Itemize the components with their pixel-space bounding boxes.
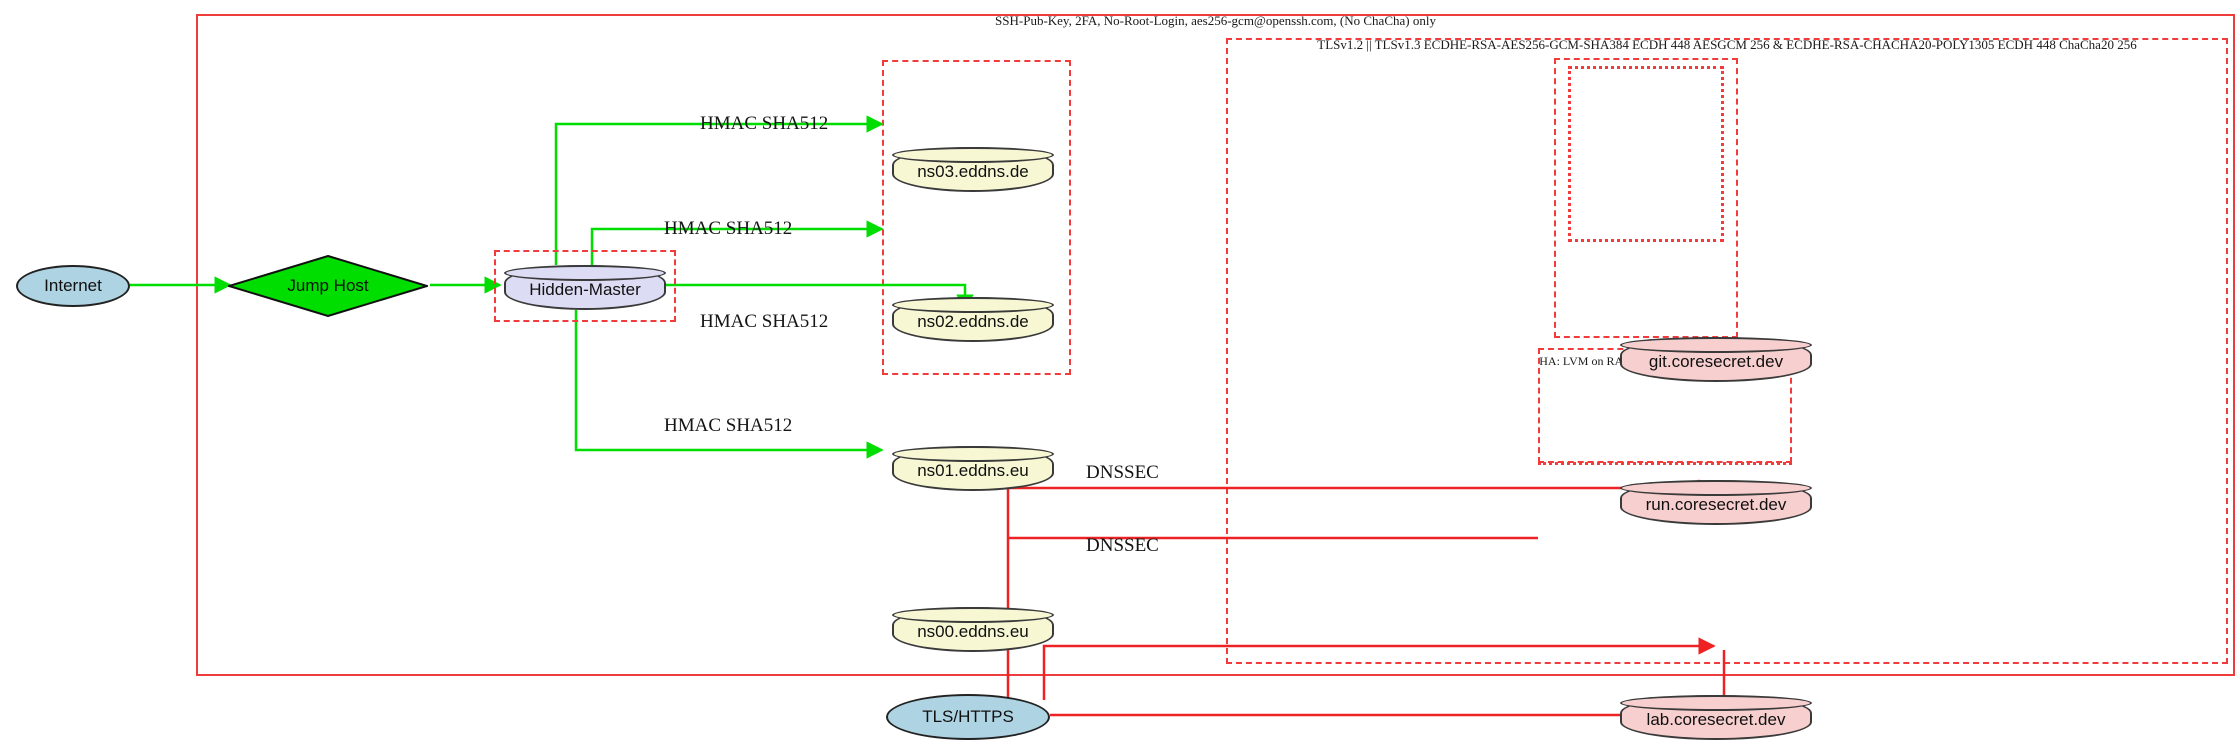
node-git-coresecret-label: git.coresecret.dev xyxy=(1648,351,1784,371)
cluster-ssh-perimeter xyxy=(196,14,2235,676)
edge-label-hmac-ns02: HMAC SHA512 xyxy=(664,218,793,239)
cluster-tls-perimeter xyxy=(1226,38,2228,664)
node-lab-coresecret[interactable]: lab.coresecret.dev xyxy=(1620,695,1812,740)
node-ns01[interactable]: ns01.eddns.eu xyxy=(892,446,1054,491)
node-lab-coresecret-label: lab.coresecret.dev xyxy=(1646,709,1786,729)
node-hidden-master-label: Hidden-Master xyxy=(529,279,641,299)
edge-label-dnssec-top: DNSSEC xyxy=(1086,462,1159,483)
node-tls-https-label: TLS/HTTPS xyxy=(922,707,1014,726)
node-ns03[interactable]: ns03.eddns.de xyxy=(892,147,1054,192)
node-ns02[interactable]: ns02.eddns.de xyxy=(892,297,1054,342)
label-ssh-perimeter: SSH-Pub-Key, 2FA, No-Root-Login, aes256-… xyxy=(995,13,1436,28)
cluster-ha-storage-bottom xyxy=(1538,455,1792,465)
node-ns02-label: ns02.eddns.de xyxy=(917,311,1029,331)
node-jump-host[interactable]: Jump Host xyxy=(225,254,431,318)
cluster-hidden-master xyxy=(494,250,676,322)
node-git-coresecret[interactable]: git.coresecret.dev xyxy=(1620,337,1812,382)
node-ns00-label: ns00.eddns.eu xyxy=(917,621,1029,641)
node-ns01-label: ns01.eddns.eu xyxy=(917,460,1029,480)
cluster-coresecret-inner xyxy=(1568,66,1724,242)
node-internet[interactable]: Internet xyxy=(16,265,130,307)
edge-label-hmac-ns01: HMAC SHA512 xyxy=(700,311,829,332)
label-tls-perimeter: TLSv1.2 || TLSv1.3 ECDHE-RSA-AES256-GCM-… xyxy=(1317,37,2137,52)
cluster-nameservers xyxy=(882,60,1071,375)
cluster-coresecret xyxy=(1554,58,1738,338)
node-run-coresecret[interactable]: run.coresecret.dev xyxy=(1620,480,1812,525)
node-tls-https[interactable]: TLS/HTTPS xyxy=(886,694,1050,740)
edge-label-hmac-ns00: HMAC SHA512 xyxy=(664,415,793,436)
node-run-coresecret-label: run.coresecret.dev xyxy=(1645,494,1787,514)
node-ns03-label: ns03.eddns.de xyxy=(917,161,1029,181)
node-ns00[interactable]: ns00.eddns.eu xyxy=(892,607,1054,652)
node-hidden-master[interactable]: Hidden-Master xyxy=(504,265,666,310)
diamond-shape xyxy=(225,254,431,318)
edge-label-hmac-ns03: HMAC SHA512 xyxy=(700,113,829,134)
edge-label-dnssec-bottom: DNSSEC xyxy=(1086,535,1159,556)
node-internet-label: Internet xyxy=(44,276,102,295)
